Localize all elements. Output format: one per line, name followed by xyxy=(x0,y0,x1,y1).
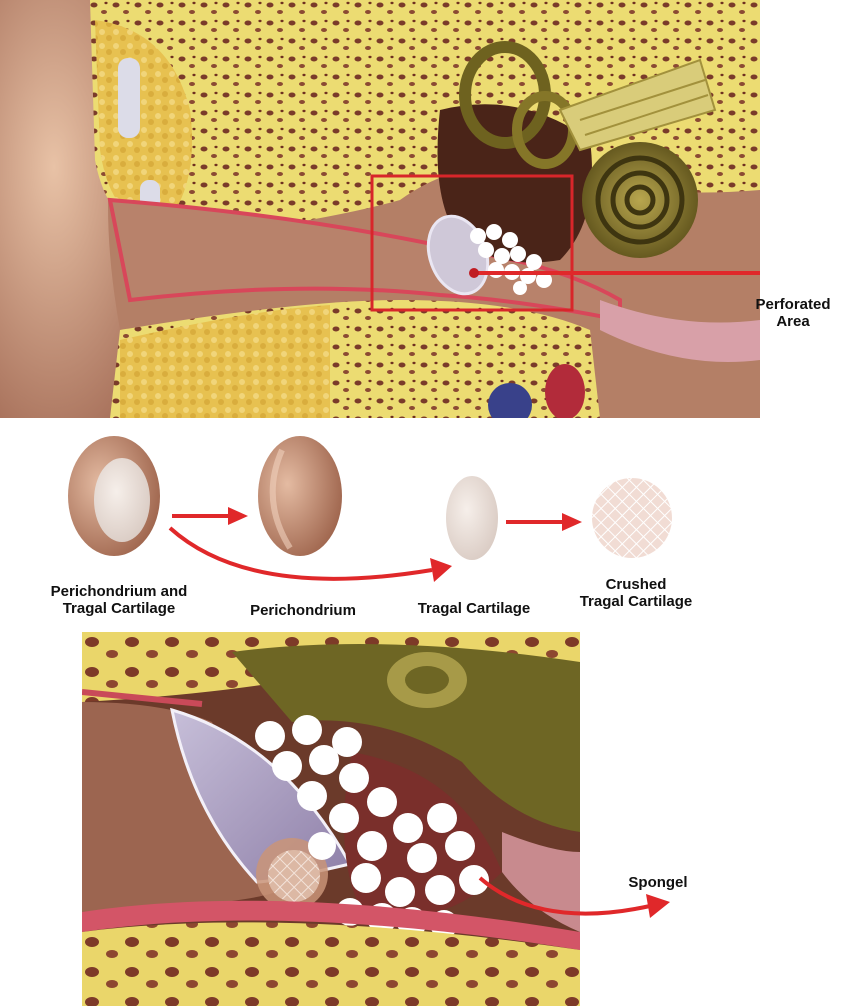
perforation-point xyxy=(469,268,479,278)
perichondrium-and-tragal-label-line-2: Tragal Cartilage xyxy=(24,600,214,617)
artery xyxy=(545,364,585,418)
perforated-area-label-line-2: Area xyxy=(748,313,838,330)
tragal-cartilage-label: Tragal Cartilage xyxy=(404,600,544,617)
perichondrium-and-tragal-label-line-1: Perichondrium and xyxy=(24,583,214,600)
perforated-area-label-line-1: Perforated xyxy=(748,296,838,313)
perichondrium-label: Perichondrium xyxy=(238,602,368,619)
closeup-crushed-cartilage xyxy=(268,850,320,902)
closeup-ossicle-inner xyxy=(405,666,449,694)
spongel-label: Spongel xyxy=(618,874,698,891)
arrow-icon xyxy=(228,507,248,525)
arrow-icon xyxy=(562,513,582,531)
perichondrium-and-tragal-label: Perichondrium and Tragal Cartilage xyxy=(24,583,214,617)
graft-icon xyxy=(68,436,160,556)
crushed-tragal-label: Crushed Tragal Cartilage xyxy=(566,576,706,610)
tragal-cartilage-icon xyxy=(446,476,498,560)
crushed-tragal-label-line-2: Tragal Cartilage xyxy=(566,593,706,610)
perforated-area-label: Perforated Area xyxy=(748,296,838,330)
perichondrium-icon xyxy=(258,436,342,556)
crushed-cartilage-icon xyxy=(592,478,672,558)
closeup-graphic xyxy=(82,632,580,1006)
arrow-icon xyxy=(646,894,670,918)
ear-cross-section-illustration xyxy=(0,0,842,418)
arrow-icon xyxy=(430,558,452,582)
closeup-illustration xyxy=(82,632,580,1006)
cartilage-strip xyxy=(118,58,140,138)
crushed-tragal-label-line-1: Crushed xyxy=(566,576,706,593)
ear-anatomy-illustration xyxy=(0,0,842,418)
